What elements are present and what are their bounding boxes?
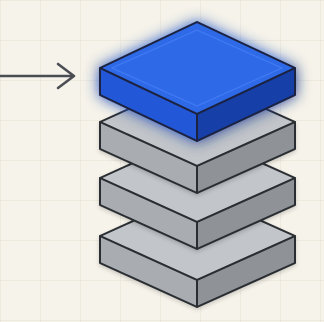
- diagram-canvas: [0, 0, 324, 322]
- layer-stack-diagram: [0, 0, 324, 322]
